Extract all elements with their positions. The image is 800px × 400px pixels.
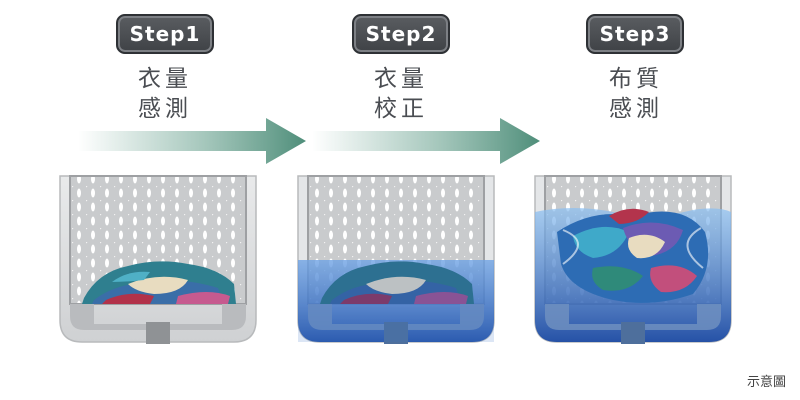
illustration-caption: 示意圖: [746, 375, 786, 390]
step-3-description: 布質 感測: [576, 64, 696, 124]
step-2-description: 衣量 校正: [341, 64, 461, 124]
step-1-line-1: 衣量: [138, 66, 192, 92]
step-1-line-2: 感測: [138, 96, 192, 122]
step-1-description: 衣量 感測: [105, 64, 225, 124]
step-2-line-1: 衣量: [374, 66, 428, 92]
step-2-badge: Step2: [352, 14, 450, 54]
arrow-right-icon: [312, 118, 540, 164]
step-1-badge: Step1: [116, 14, 214, 54]
step-3-line-1: 布質: [609, 66, 663, 92]
washer-tub-dry-illustration: [59, 175, 257, 344]
step-2-line-2: 校正: [374, 96, 428, 122]
step-3-badge: Step3: [586, 14, 684, 54]
arrow-right-icon: [78, 118, 306, 164]
washer-tub-low-water-illustration: [297, 175, 495, 344]
washer-tub-full-water-illustration: [534, 175, 732, 344]
step-3-line-2: 感測: [609, 96, 663, 122]
